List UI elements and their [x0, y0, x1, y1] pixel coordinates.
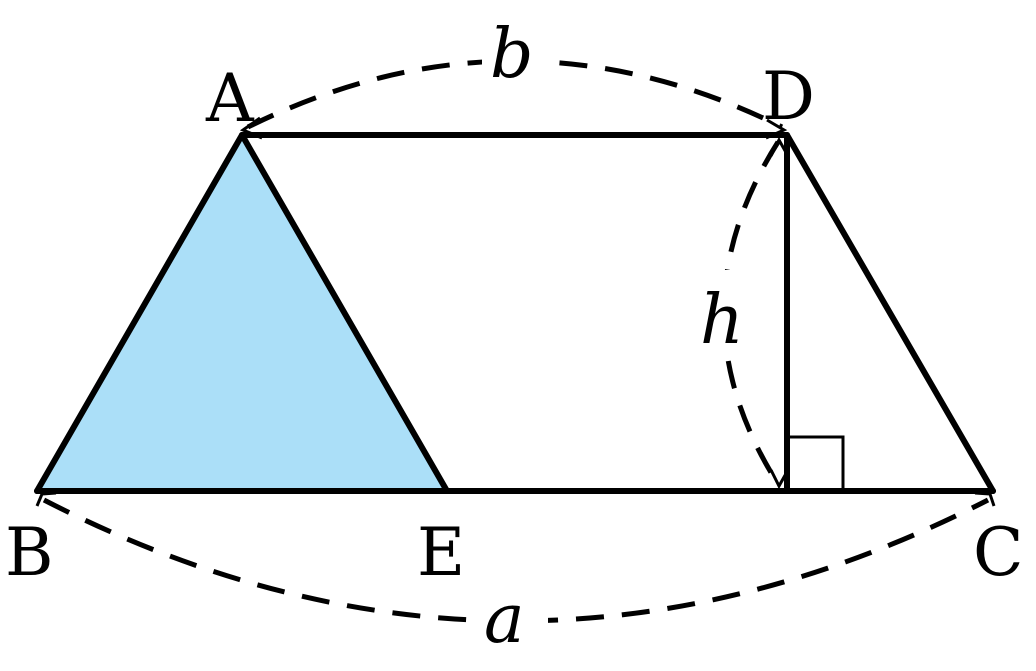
label-b-backdrop	[482, 10, 548, 90]
vertex-label-b: B	[5, 514, 54, 591]
arrowhead-h-bottom	[769, 469, 790, 490]
edge-ab	[34, 132, 245, 494]
label-h-backdrop	[695, 270, 755, 350]
length-label-a: a	[484, 580, 525, 659]
arc-h	[721, 140, 781, 486]
label-a-backdrop	[474, 592, 548, 662]
arrowhead-a-left-end	[239, 116, 263, 140]
edge-dc	[784, 132, 996, 494]
vertex-label-c: C	[973, 514, 1024, 591]
arrowhead-h-top	[769, 136, 790, 157]
arrowhead-d-top-end	[765, 118, 788, 140]
length-label-b: b	[490, 15, 534, 94]
arrowhead-c-bottom-right	[974, 491, 996, 507]
length-label-h: h	[700, 281, 744, 360]
vertex-label-e: E	[417, 514, 465, 591]
right-angle-marker	[787, 435, 845, 491]
arc-a	[42, 497, 990, 624]
arrowhead-b-bottom-left	[35, 491, 57, 507]
vertex-label-a: A	[205, 60, 255, 137]
shaded-triangle-abe	[37, 135, 447, 491]
edge-ae	[239, 132, 450, 494]
vertex-label-d: D	[762, 58, 815, 135]
